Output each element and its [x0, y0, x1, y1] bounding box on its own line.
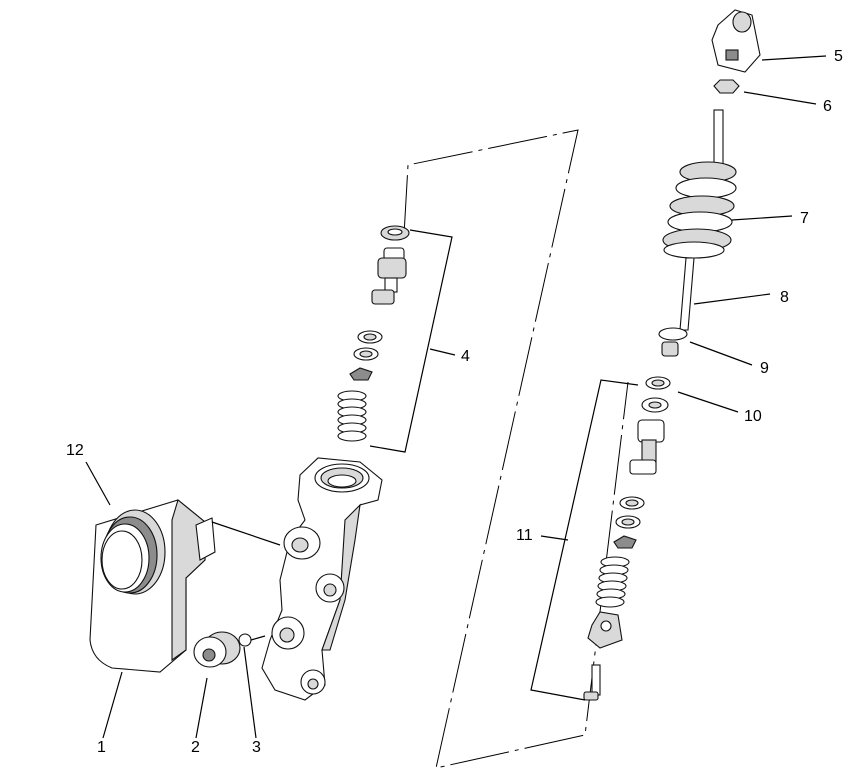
callout-11: 11 — [516, 527, 533, 544]
leader-1 — [102, 671, 123, 739]
callout-10: 10 — [744, 408, 762, 425]
clip-part-9 — [658, 327, 688, 357]
clevis-part-5 — [711, 9, 761, 73]
seal-kit-11 — [583, 376, 671, 701]
callout-2: 2 — [191, 739, 200, 756]
callout-1: 1 — [97, 739, 106, 756]
callout-3: 3 — [252, 739, 261, 756]
small-plug-part-3 — [238, 633, 266, 647]
leader-5 — [761, 55, 827, 61]
callout-6: 6 — [823, 98, 832, 115]
leader-2 — [195, 677, 208, 739]
leader-9 — [689, 341, 753, 366]
callout-4: 4 — [461, 348, 470, 365]
callout-9: 9 — [760, 360, 769, 377]
leader-4 — [429, 348, 456, 356]
reservoir-cap — [100, 509, 166, 595]
callout-7: 7 — [800, 210, 809, 227]
master-cylinder-body — [261, 457, 383, 701]
callout-5: 5 — [834, 48, 843, 65]
leader-12 — [85, 461, 111, 506]
callout-12: 12 — [66, 442, 84, 459]
bracket-4 — [369, 229, 453, 453]
leader-6 — [743, 91, 817, 105]
seal-kit-4 — [337, 225, 410, 442]
leader-3 — [243, 646, 257, 739]
boot-part-7 — [662, 161, 737, 259]
leader-11 — [540, 535, 569, 541]
plug-part-2 — [193, 631, 241, 668]
bracket-11 — [530, 379, 639, 701]
nut-part-6 — [713, 79, 740, 94]
leader-7 — [731, 215, 793, 221]
callout-8: 8 — [780, 289, 789, 306]
reservoir-hose-line — [211, 521, 281, 546]
leader-8 — [693, 293, 771, 305]
leader-10 — [677, 391, 739, 413]
